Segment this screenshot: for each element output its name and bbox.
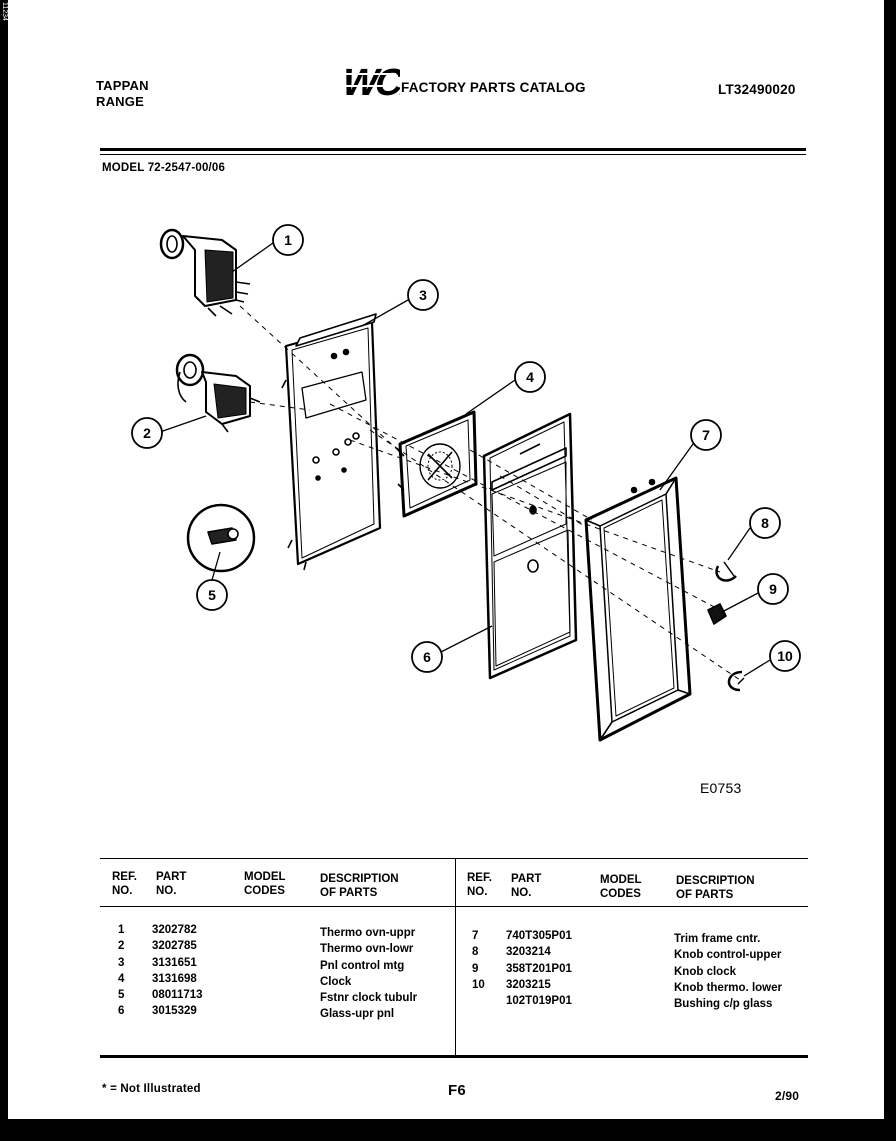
assembly-lines xyxy=(239,305,741,681)
header-rule-thick xyxy=(100,148,806,151)
svg-text:2: 2 xyxy=(143,425,151,441)
part-glass-panel xyxy=(482,412,578,680)
table-header-rule xyxy=(100,906,808,907)
logo-lettering: WCI xyxy=(338,62,400,100)
part-control-panel xyxy=(281,313,382,571)
brand-block: TAPPAN RANGE xyxy=(96,78,149,110)
callout-5: 5 xyxy=(196,579,228,611)
part-thermostat-upper xyxy=(159,228,251,317)
part-thermostat-lower xyxy=(175,353,261,433)
wci-logo: WCI xyxy=(338,62,400,100)
header-description-right: DESCRIPTION OF PARTS xyxy=(676,875,755,901)
callout-leaders xyxy=(159,242,771,677)
catalog-code: LT32490020 xyxy=(718,82,796,97)
callout-6: 6 xyxy=(411,641,443,673)
not-illustrated-note: * = Not Illustrated xyxy=(102,1083,201,1095)
callout-1: 1 xyxy=(272,224,304,256)
part-clock-fastener xyxy=(186,503,256,573)
callout-10: 10 xyxy=(769,640,801,672)
header-rule-thin xyxy=(100,154,806,155)
right-ref-column: 7 8 9 10 xyxy=(472,930,485,991)
callout-4: 4 xyxy=(514,361,546,393)
scan-right-border xyxy=(884,0,896,1141)
scan-left-border: 11234 xyxy=(0,0,8,1141)
part-knob-control-upper xyxy=(715,561,737,582)
parts-table: REF. NO. PART NO. MODEL CODES DESCRIPTIO… xyxy=(100,858,808,1063)
part-trim-frame xyxy=(584,476,692,742)
table-bottom-rule xyxy=(100,1055,808,1058)
header-description: DESCRIPTION OF PARTS xyxy=(320,873,399,899)
header-model-codes-right: MODEL CODES xyxy=(600,874,642,900)
svg-text:7: 7 xyxy=(702,427,710,443)
callout-7: 7 xyxy=(690,419,722,451)
svg-text:8: 8 xyxy=(761,515,769,531)
svg-text:3: 3 xyxy=(419,287,427,303)
header-ref-no-right: REF. NO. xyxy=(467,872,492,898)
brand-name: TAPPAN xyxy=(96,78,149,93)
callout-3: 3 xyxy=(407,279,439,311)
svg-text:6: 6 xyxy=(423,649,431,665)
part-knob-clock xyxy=(707,603,727,625)
left-part-column: 3202782 3202785 3131651 3131698 08011713… xyxy=(152,924,203,1018)
callout-8: 8 xyxy=(749,507,781,539)
header-ref-no: REF. NO. xyxy=(112,871,137,897)
revision-date: 2/90 xyxy=(775,1089,800,1103)
header-part-no: PART NO. xyxy=(156,871,187,897)
model-number: MODEL 72-2547-00/06 xyxy=(102,162,226,174)
table-top-rule xyxy=(100,858,808,859)
left-description-column: Thermo ovn-uppr Thermo ovn-lowr Pnl cont… xyxy=(320,927,418,1021)
catalog-title: FACTORY PARTS CATALOG xyxy=(401,80,586,95)
callout-2: 2 xyxy=(131,417,163,449)
left-ref-column: 1 2 3 4 5 6 xyxy=(118,924,125,1018)
side-margin-text: 11234 xyxy=(1,2,8,21)
svg-text:5: 5 xyxy=(208,587,216,603)
svg-text:9: 9 xyxy=(769,581,777,597)
header-model-codes: MODEL CODES xyxy=(244,871,286,897)
header-part-no-right: PART NO. xyxy=(511,873,542,899)
figure-code: E0753 xyxy=(700,780,742,796)
svg-text:1: 1 xyxy=(284,232,292,248)
table-center-divider xyxy=(455,858,456,1056)
callout-9: 9 xyxy=(757,573,789,605)
part-knob-thermo-lower xyxy=(727,670,745,692)
svg-text:10: 10 xyxy=(777,648,793,664)
right-part-column: 740T305P01 3203214 358T201P01 3203215 10… xyxy=(506,930,572,1008)
part-clock xyxy=(397,410,478,518)
svg-text:4: 4 xyxy=(526,369,534,385)
page-number: F6 xyxy=(448,1082,466,1099)
callout-bubbles: 1 2 3 4 5 6 7 8 9 10 xyxy=(131,224,801,673)
scan-bottom-border xyxy=(0,1119,896,1141)
right-description-column: Trim frame cntr. Knob control-upper Knob… xyxy=(674,933,782,1011)
product-type: RANGE xyxy=(96,94,144,109)
